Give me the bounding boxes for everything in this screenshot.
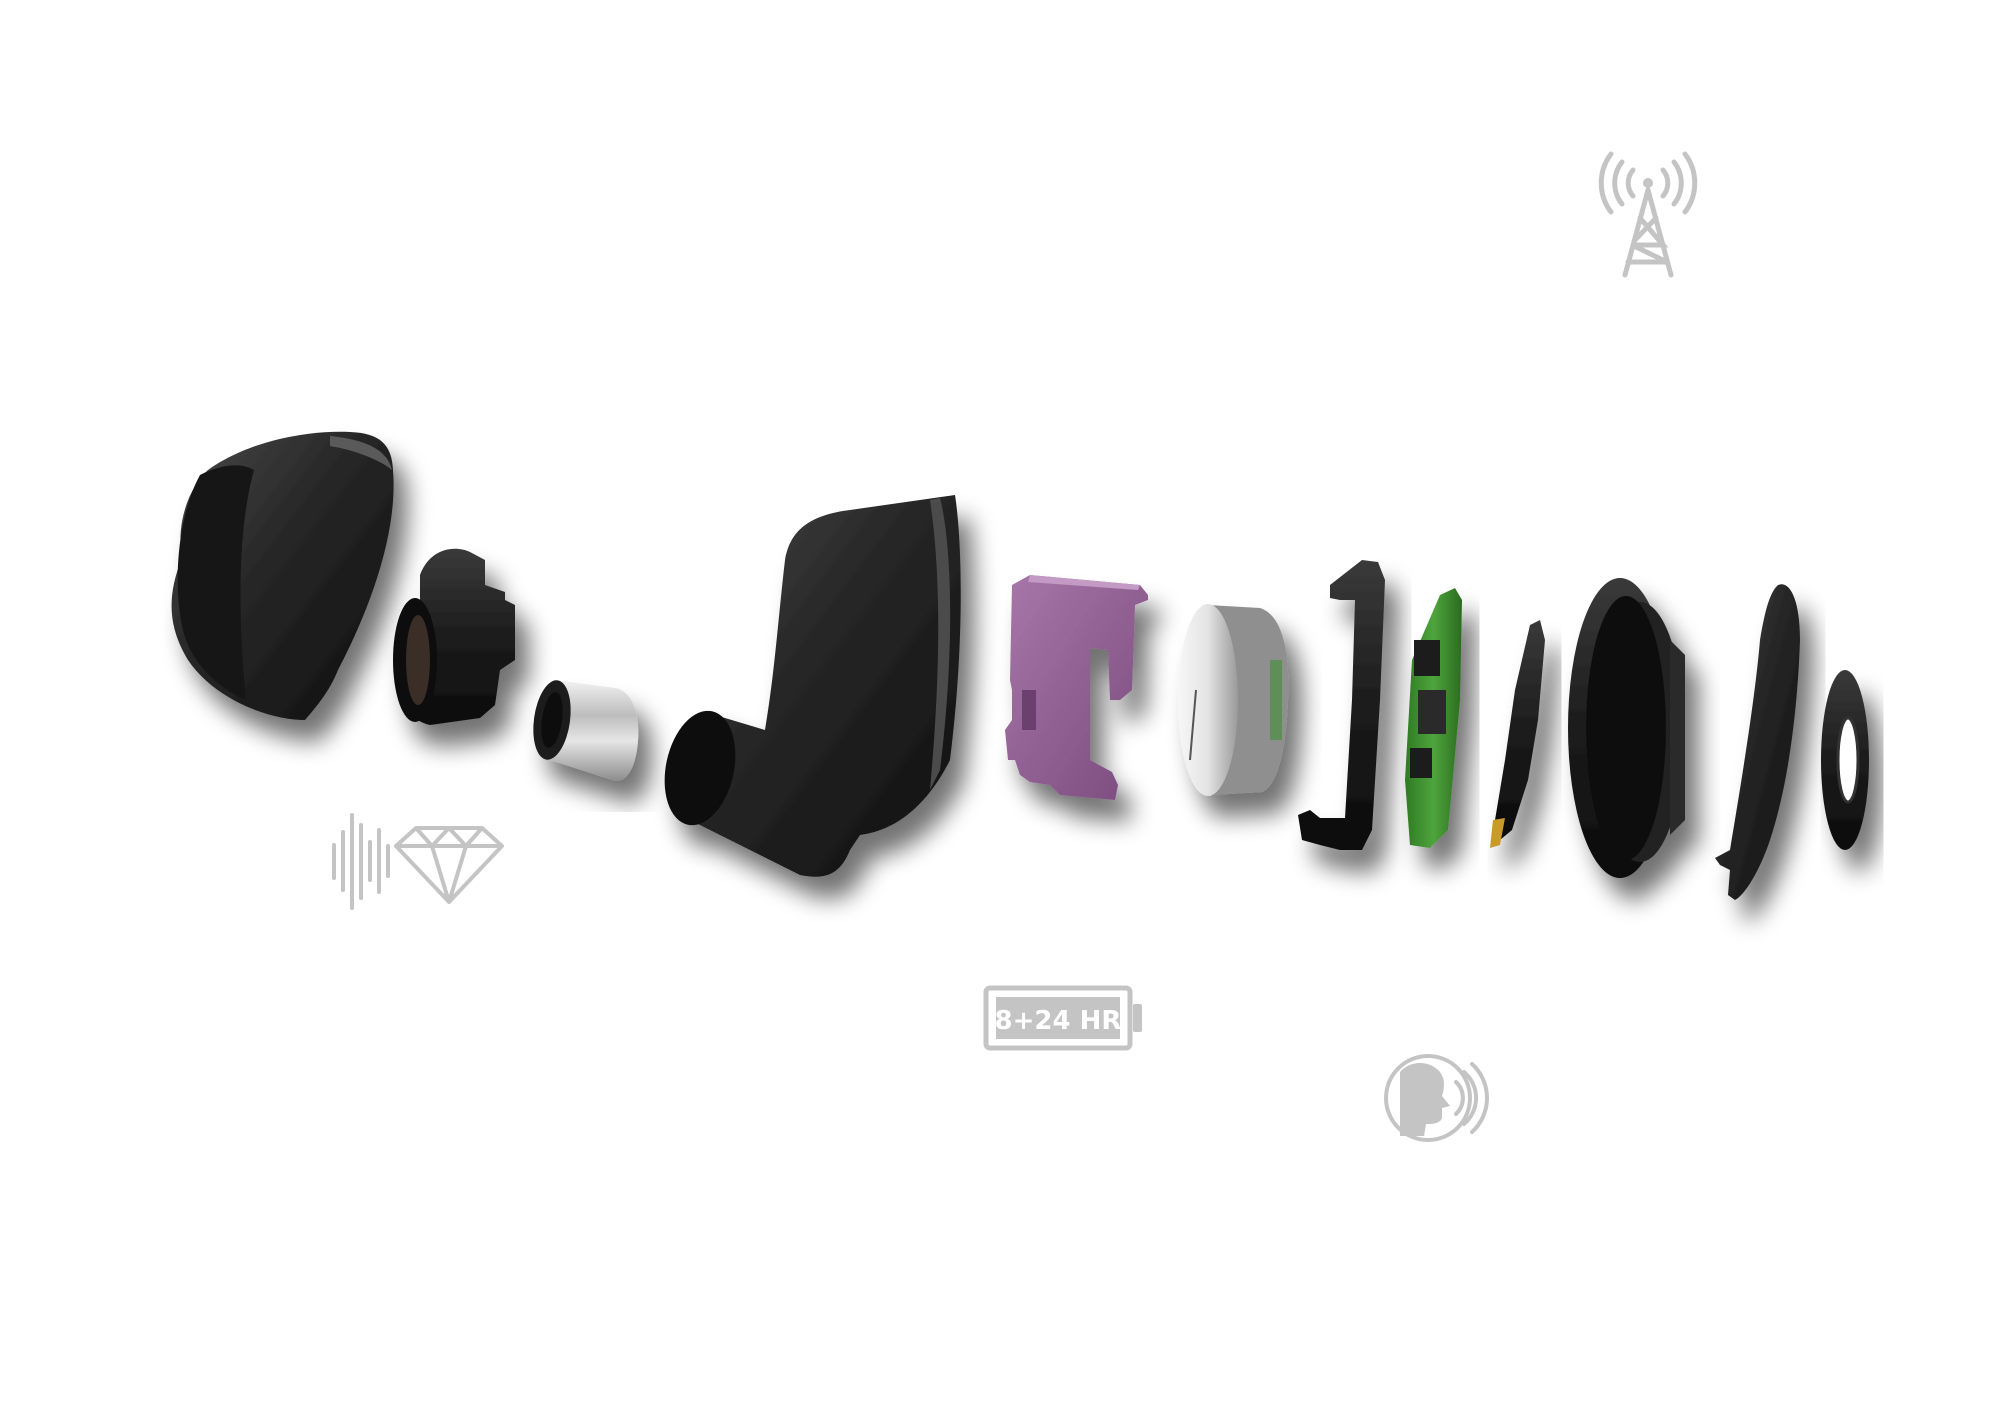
nozzle-collar [393,548,515,725]
front-shell [664,495,961,877]
sound-wave-diamond-icon [332,813,504,910]
battery-cell [1178,604,1289,796]
pcb-board [1405,588,1462,848]
contact-plate [1490,620,1545,848]
rear-ring [1568,578,1685,878]
ear-tip [171,431,394,720]
purple-bracket [1005,575,1148,800]
battery-badge-label: 8+24 HR [995,1006,1122,1036]
metal-sleeve [533,680,639,781]
battery-icon: 8+24 HR [983,985,1142,1051]
rear-cover [1715,584,1800,900]
bracket-ring [1298,560,1385,850]
signal-tower-icon [1598,151,1698,278]
washer [1821,670,1869,850]
voice-speaking-icon [1384,1054,1490,1142]
